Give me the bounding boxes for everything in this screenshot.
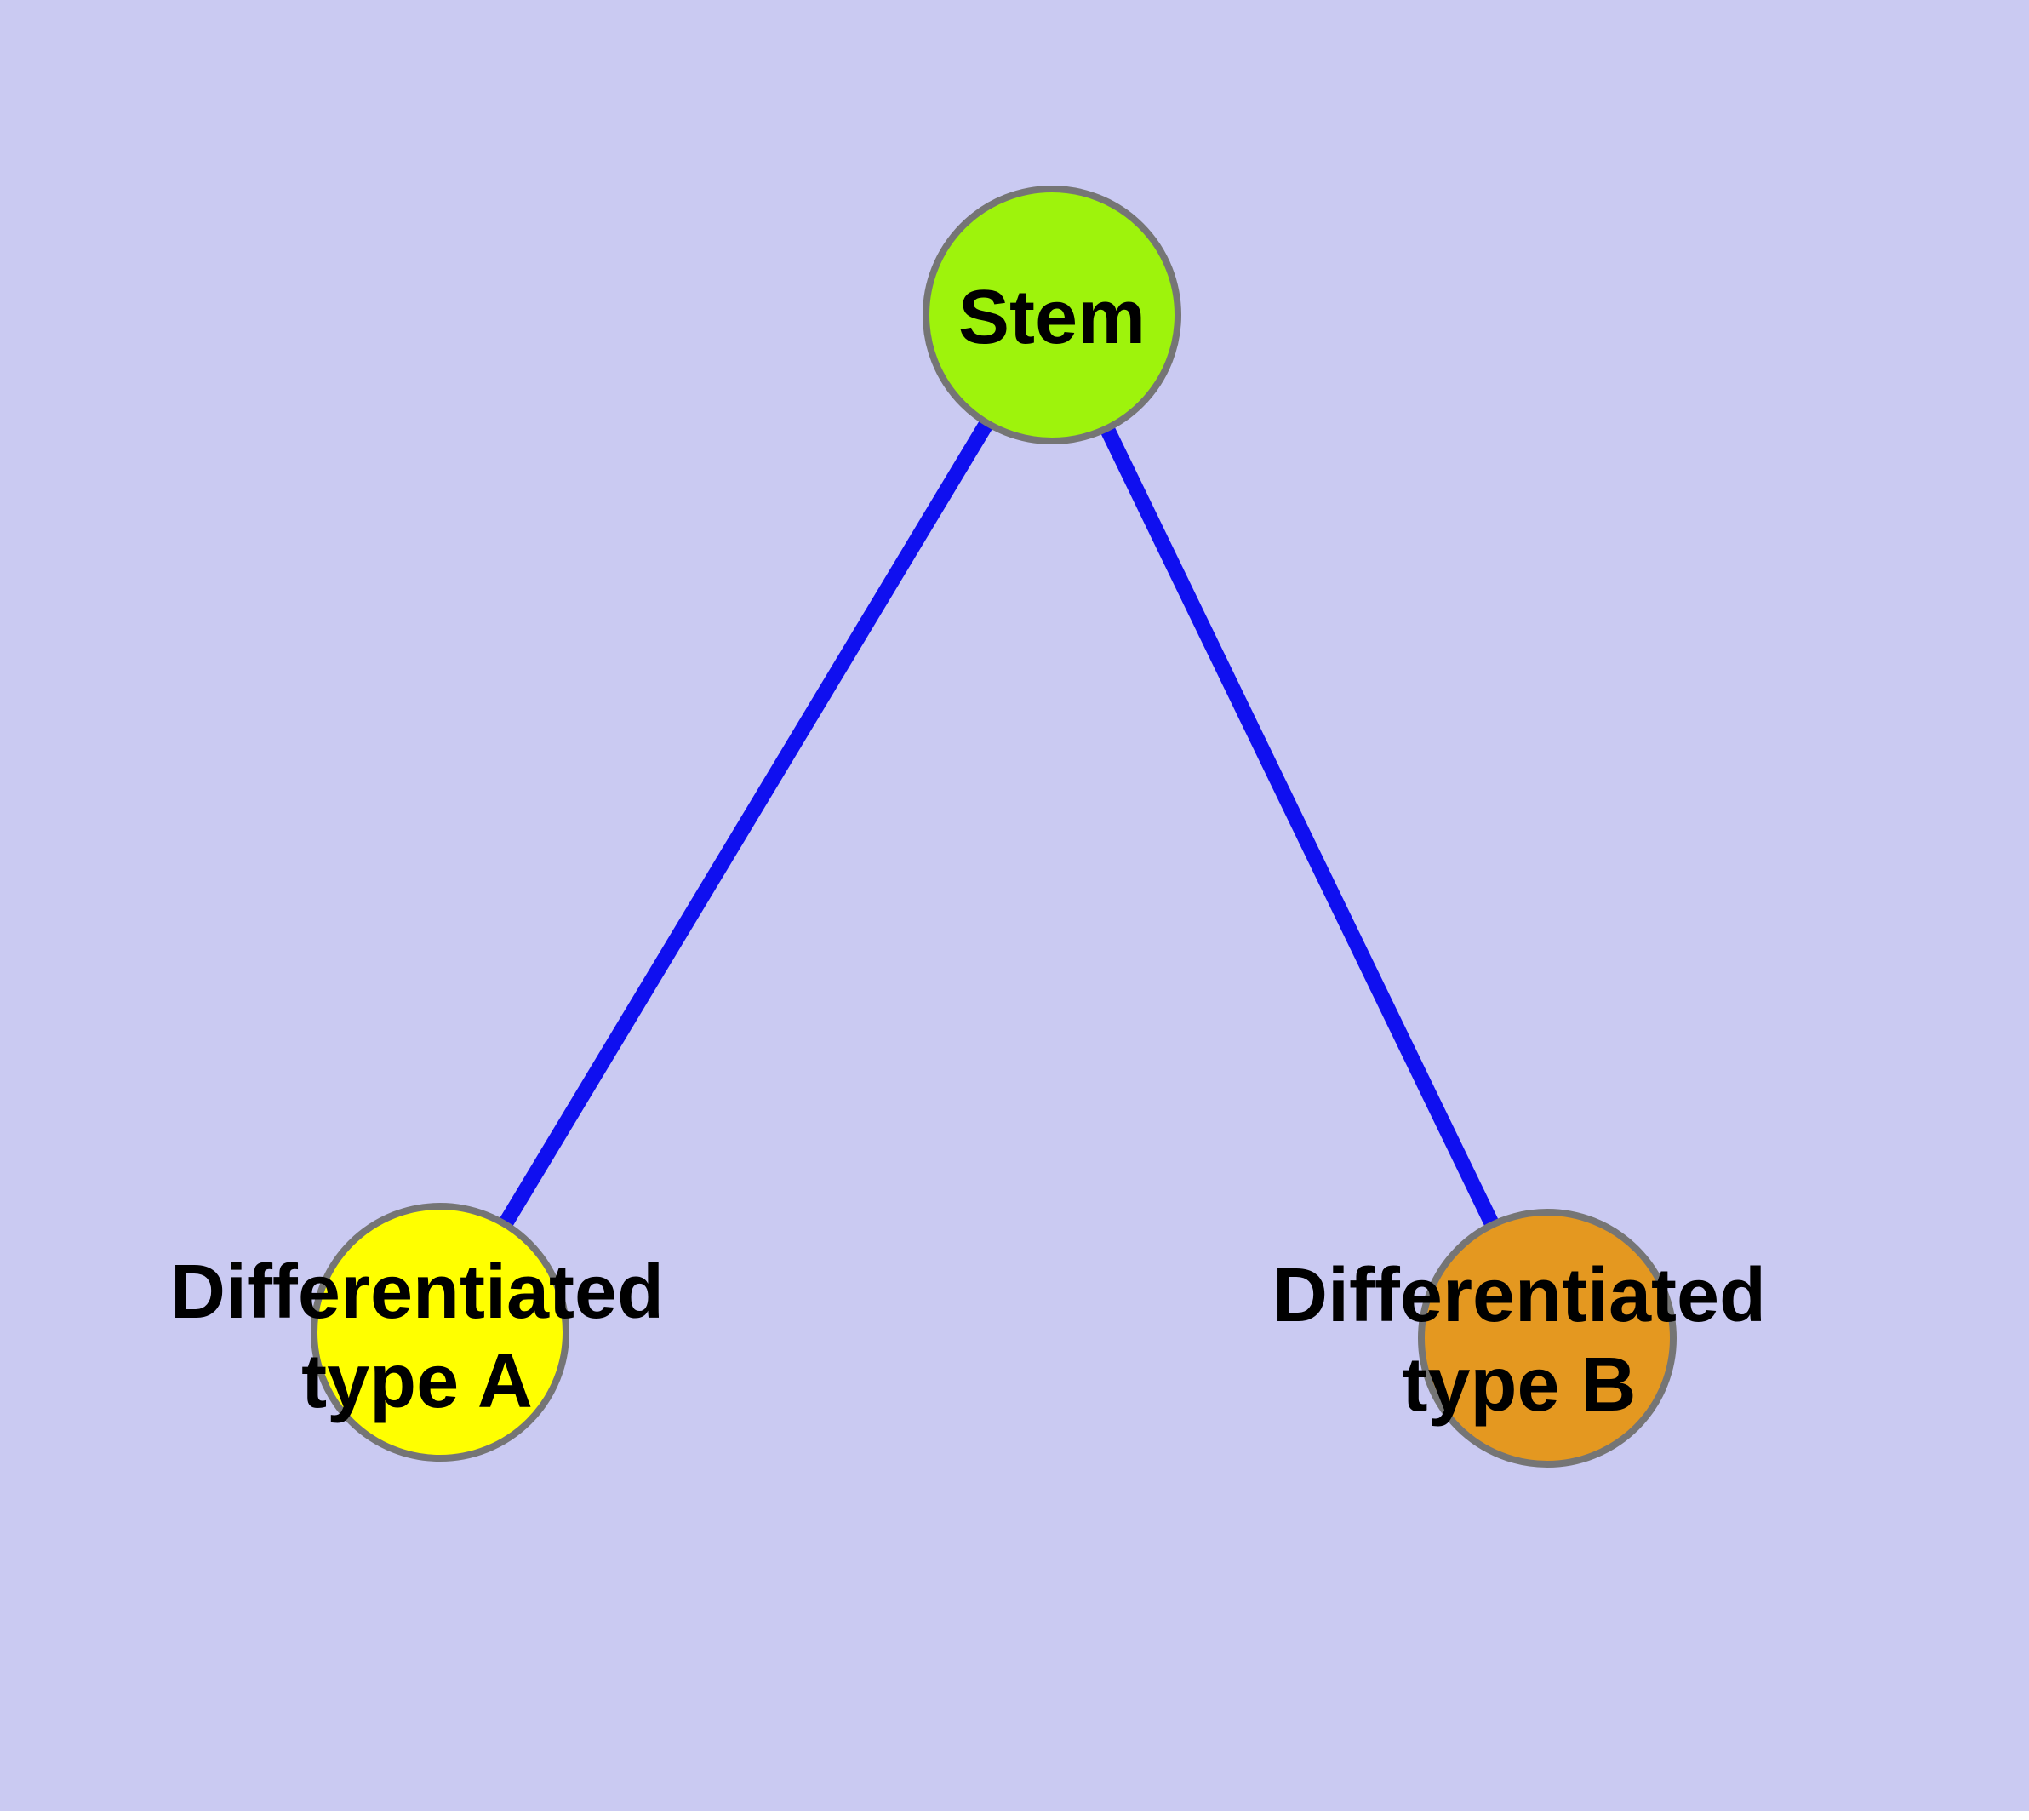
node-differentiated-type-b: [1418, 1209, 1677, 1468]
node-stem: [923, 186, 1181, 444]
node-label-stem: Stem: [958, 275, 1146, 360]
edge-stem-to-differentiated-type-a: [433, 311, 1059, 1336]
edges-layer: [433, 311, 1555, 1342]
node-label-line: type A: [301, 1339, 533, 1424]
node-label-line: Differentiated: [170, 1250, 664, 1335]
node-label-line: Differentiated: [1272, 1253, 1766, 1338]
nodes-layer: [311, 186, 1677, 1468]
node-label-line: type B: [1402, 1342, 1636, 1428]
edge-stem-to-differentiated-type-b: [1044, 312, 1555, 1342]
node-differentiated-type-a: [311, 1203, 569, 1462]
node-label-line: Stem: [958, 275, 1146, 360]
